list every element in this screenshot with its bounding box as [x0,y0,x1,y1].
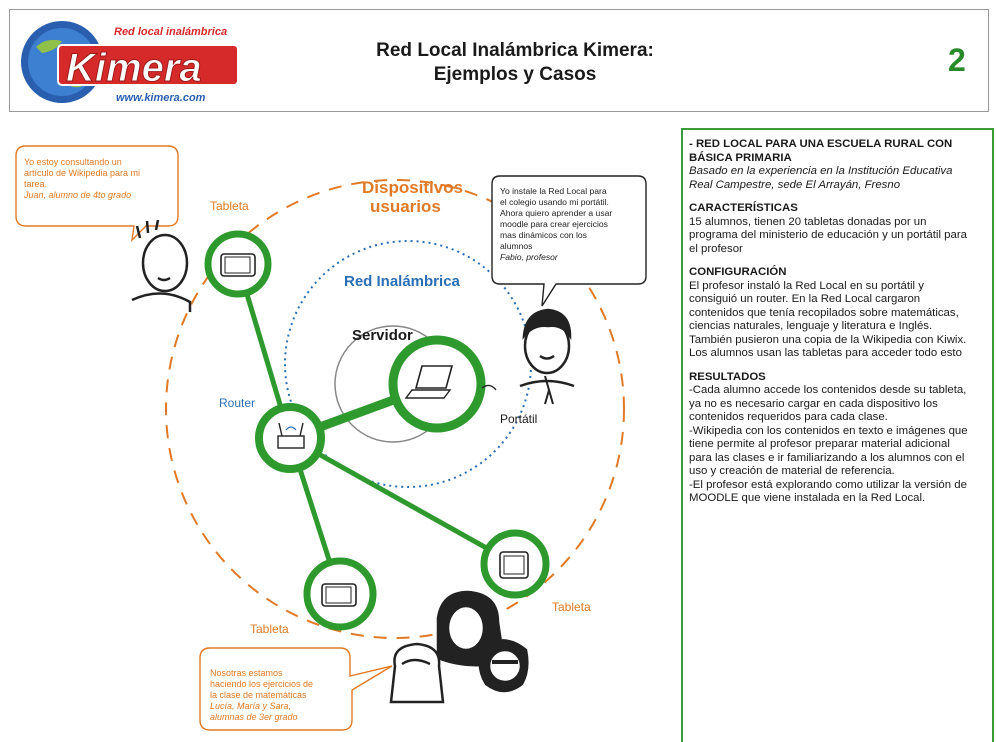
characteristics-line: 15 alumnos, tienen 20 tabletas donadas p… [689,215,927,228]
link-router-tablet-br [288,435,517,567]
juan-line-1: Yo estoy consultando un [24,157,122,167]
results-title: RESULTADOS [689,370,766,383]
students-author-2: alumnas de 3er grado [210,712,298,722]
configuration-line: El profesor instaló la Red Local en su p… [689,279,924,292]
router-icon [277,435,305,449]
characteristics-title: CARACTERÍSTICAS [689,202,798,214]
fabio-line-2: el colegio usando mi portátil. [500,197,609,207]
juan-line-3: tarea. [24,179,47,189]
results-section: RESULTADOS -Cada alumno accede los conte… [689,371,986,506]
results-line: -Wikipedia con los contenidos en texto e… [689,424,968,437]
characteristics-line: el profesor [689,242,743,255]
label-tablet-top: Tableta [210,199,249,213]
logo-brand: Kimera [66,46,202,90]
students-line-2: haciendo los ejercicios de [210,679,313,689]
students-line-3: la clase de matemáticas [210,690,307,700]
label-server: Servidor [352,327,413,344]
laptop-icon [414,365,454,389]
label-tablet-bottom-left: Tableta [250,622,289,636]
configuration-line: También pusieron una copia de la Wikiped… [689,333,967,346]
kimera-logo: Red local inalámbrica Kimera www.kimera.… [21,21,239,104]
logo-url: www.kimera.com [116,92,206,104]
configuration-line: ciencias naturales, lenguaje y literatur… [689,320,933,332]
fabio-line-3: Ahora quiero aprender a usar [500,208,612,218]
configuration-line: Los alumnos usan las tabletas para acced… [689,347,962,359]
characteristics-line: programa del ministerio de educación y u… [689,229,967,241]
panel-heading-2: BÁSICA PRIMARIA [689,151,792,164]
label-wireless: Red Inalámbrica [344,273,461,290]
results-line: contenidos requeridos para cada clase. [689,411,888,423]
case-study-panel: - RED LOCAL PARA UNA ESCUELA RURAL CON B… [681,128,994,742]
label-devices: Dispositivos [362,178,463,197]
juan-figure [131,219,192,312]
tablet-icon [321,583,357,607]
speech-bubble-juan: Yo estoy consultando un artículo de Wiki… [15,145,179,242]
fabio-line-4: moodle para crear ejercicios [500,219,608,229]
logo-tagline: Red local inalámbrica [114,26,227,38]
results-line: -Cada alumno accede los contenidos desde… [689,384,967,396]
tablet-top-node [204,230,272,298]
results-line: uso y creación de material de referencia… [689,465,895,477]
tablet-icon [220,253,256,277]
fabio-figure [519,308,575,405]
results-line: MOODLE que viene instalada en la Red Loc… [689,492,926,504]
fabio-line-5: mas dinámicos con los [500,230,587,240]
panel-based-1: Basado en la experiencia en la Instituci… [689,165,953,177]
results-line: -El profesor está explorando como utiliz… [689,478,967,491]
results-line: tiene permite al profesor preparar mater… [689,438,950,450]
tablet-bottom-right-node [480,529,550,599]
speech-bubble-fabio: Yo instale la Red Local para el colegio … [491,175,647,307]
speech-bubble-students: Nosotras estamos haciendo los ejercicios… [199,647,393,731]
server-node [388,335,497,433]
results-line: ya no es necesario cargar en cada dispos… [689,397,938,410]
fabio-line-1: Yo instale la Red Local para [500,186,607,196]
characteristics-section: CARACTERÍSTICAS 15 alumnos, tienen 20 ta… [689,202,986,256]
devices-ring [165,179,625,639]
fabio-line-6: alumnos [500,241,532,251]
configuration-line: consiguió un router. En la Red Local car… [689,293,921,305]
configuration-section: CONFIGURACIÓN El profesor instaló la Red… [689,266,986,361]
title-line-1: Red Local Inalámbrica Kimera: [376,40,654,61]
panel-heading-1: - RED LOCAL PARA UNA ESCUELA RURAL CON [689,138,953,150]
tablet-bottom-left-node [303,557,377,631]
network-diagram: Dispositivos usuarios Red Inalámbrica Se… [15,145,647,731]
label-router: Router [219,396,255,410]
students-line-1: Nosotras estamos [210,668,283,678]
label-devices-2: usuarios [370,197,441,216]
label-laptop: Portátil [500,412,537,426]
title-line-2: Ejemplos y Casos [433,64,597,85]
juan-author: Juan, alumno de 4to grado [23,190,131,200]
tablet-icon [499,551,529,579]
results-line: para las clases e ir familiarizando a lo… [689,451,965,464]
label-tablet-bottom-right: Tableta [552,600,591,614]
configuration-title: CONFIGURACIÓN [689,266,787,278]
panel-based-2: Real Campestre, sede El Arrayán, Fresno [689,178,901,191]
juan-line-2: artículo de Wikipedia para mi [24,168,140,178]
logo-red-band [58,45,238,85]
configuration-line: contenidos que tenía recopilados sobre m… [689,306,959,319]
header-banner: Red local inalámbrica Kimera www.kimera.… [9,9,989,112]
students-figures [389,590,529,704]
page-title: Red Local Inalámbrica Kimera: Ejemplos y… [335,39,695,87]
fabio-author: Fabio, profesor [500,252,559,262]
students-author-1: Lucía, María y Sara, [210,701,291,711]
router-node [255,403,325,473]
page-number: 2 [948,42,966,78]
